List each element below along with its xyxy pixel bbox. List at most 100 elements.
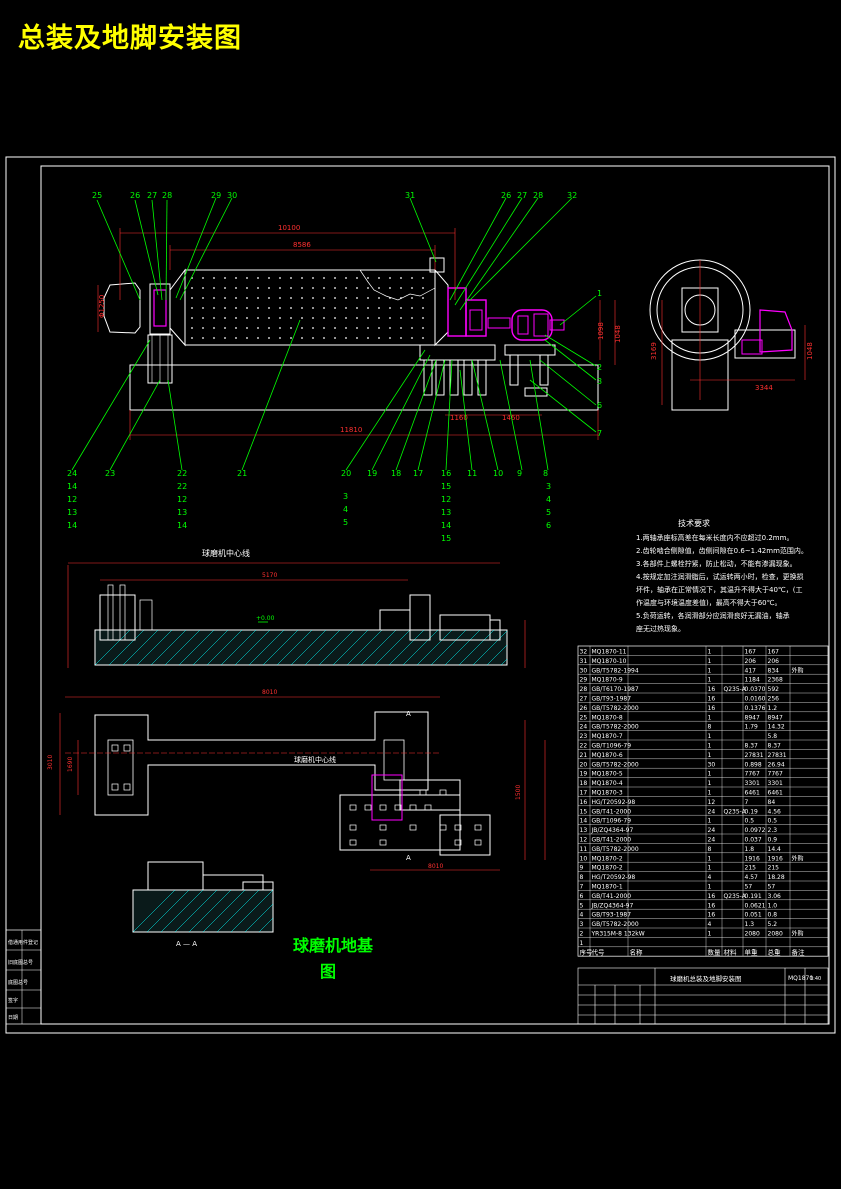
- callout-top: 25: [92, 191, 102, 200]
- table-cell: 12: [580, 837, 588, 844]
- foundation-title-2: 图: [320, 962, 336, 981]
- liner-bolt: [378, 297, 380, 299]
- liner-bolt: [202, 287, 204, 289]
- table-cell: 外购: [792, 854, 804, 862]
- table-cell: GB/T41-2000: [592, 837, 632, 844]
- liner-bolt: [422, 337, 424, 339]
- liner-bolt: [400, 287, 402, 289]
- hatch-line: [374, 629, 411, 666]
- liner-bolt: [202, 277, 204, 279]
- liner-bolt: [367, 317, 369, 319]
- liner-bolt: [202, 297, 204, 299]
- liner-bolt: [312, 307, 314, 309]
- liner-bolt: [235, 277, 237, 279]
- center-line-label-plan: 球磨机中心线: [294, 755, 336, 764]
- table-cell: 7767: [768, 771, 783, 778]
- liner-bolt: [279, 277, 281, 279]
- liner-bolt: [235, 337, 237, 339]
- table-cell: 4: [580, 912, 584, 919]
- title-block-drawing-no: MQ1870: [788, 975, 813, 982]
- liner-bolt: [290, 327, 292, 329]
- anchor-hole: [439, 824, 447, 831]
- strip-label-1: 旧底图总号: [8, 959, 33, 966]
- liner-bolt: [400, 327, 402, 329]
- liner-bolt: [312, 317, 314, 319]
- liner-bolt: [268, 337, 270, 339]
- table-cell: 1.2: [768, 705, 778, 712]
- callout-stack: 15: [441, 482, 451, 491]
- title-block: [577, 967, 829, 1025]
- table-cell: 0.051: [745, 912, 762, 919]
- liner-bolt: [389, 287, 391, 289]
- callout-stack: 3: [343, 492, 348, 501]
- liner-bolt: [400, 297, 402, 299]
- liner-bolt: [268, 317, 270, 319]
- table-cell: 6461: [745, 790, 760, 797]
- callout-stack: 14: [177, 521, 187, 530]
- level-mark: +0.00: [256, 615, 275, 622]
- callout-top: 27: [517, 191, 527, 200]
- liner-bolt: [323, 297, 325, 299]
- table-cell: 167: [745, 649, 757, 656]
- hatch-line: [146, 889, 190, 933]
- assembly-dimensions: [97, 228, 616, 440]
- table-cell: 2368: [768, 677, 783, 684]
- liner-bolt: [345, 287, 347, 289]
- section-mark-1: A: [406, 710, 411, 718]
- table-cell: 16: [708, 705, 716, 712]
- liner-bolt: [323, 307, 325, 309]
- liner-bolt: [290, 307, 292, 309]
- table-cell: 1184: [745, 677, 760, 684]
- liner-bolt: [389, 277, 391, 279]
- hatch-line: [122, 629, 159, 666]
- table-cell: 1.8: [745, 846, 755, 853]
- hatch-line: [220, 629, 257, 666]
- table-cell: 7767: [745, 771, 760, 778]
- table-cell: 1: [708, 884, 712, 891]
- dim-total: 10100: [278, 224, 300, 232]
- liner-bolt: [356, 337, 358, 339]
- table-header-cell: 名称: [630, 947, 644, 956]
- table-cell: 24: [708, 827, 716, 834]
- table-cell: GB/T41-2000: [592, 893, 632, 900]
- table-header-cell: 序号: [580, 947, 594, 956]
- drive-motor: [511, 309, 553, 341]
- table-cell: 26: [580, 705, 588, 712]
- liner-bolt: [224, 327, 226, 329]
- liner-bolt: [400, 307, 402, 309]
- dim-left-dia: Φ1250: [98, 295, 106, 318]
- dim-base-total: 11810: [340, 426, 362, 434]
- liner-bolt: [389, 327, 391, 329]
- liner-bolt: [246, 307, 248, 309]
- liner-bolt: [389, 337, 391, 339]
- liner-bolt: [400, 277, 402, 279]
- table-cell: 外购: [792, 666, 804, 674]
- table-cell: Q235-A: [724, 808, 747, 815]
- liner-bolt: [356, 307, 358, 309]
- table-cell: 10: [580, 855, 588, 862]
- mill-shell: [184, 269, 436, 346]
- callout-bottom: 8: [543, 469, 548, 478]
- table-cell: 4: [708, 921, 712, 928]
- table-cell: GB/T1096-79: [592, 743, 632, 750]
- table-cell: 1: [708, 649, 712, 656]
- table-cell: 0.191: [745, 893, 762, 900]
- table-cell: 57: [768, 884, 776, 891]
- liner-bolt: [301, 317, 303, 319]
- table-cell: MQ1870-2: [592, 855, 623, 862]
- hatch-line: [188, 889, 232, 933]
- table-cell: MQ1870-5: [592, 771, 623, 778]
- hatch-line: [500, 658, 508, 666]
- anchor-hole: [379, 824, 387, 831]
- liner-bolt: [235, 297, 237, 299]
- liner-bolt: [411, 327, 413, 329]
- liner-bolt: [378, 307, 380, 309]
- callout-bottom: 19: [367, 469, 377, 478]
- table-cell: 3301: [768, 780, 783, 787]
- table-cell: 1: [708, 733, 712, 740]
- liner-bolt: [257, 327, 259, 329]
- table-header-cell: 数量: [708, 947, 722, 956]
- liner-bolt: [422, 287, 424, 289]
